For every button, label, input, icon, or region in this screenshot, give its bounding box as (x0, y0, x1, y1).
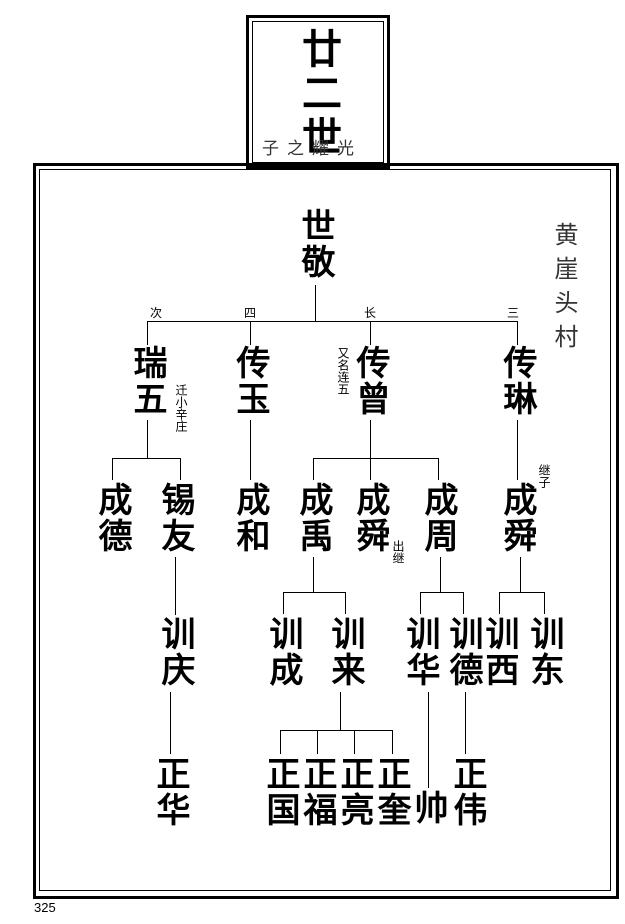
generation-title: 廿二世 (295, 28, 342, 160)
node-ruiwu: 瑞五 (127, 345, 167, 417)
node-xunhua: 训华 (400, 616, 440, 688)
connector (499, 592, 500, 614)
connector (313, 458, 438, 459)
connector (370, 321, 371, 345)
connector (180, 458, 181, 480)
main-frame-inner (39, 169, 611, 891)
node-xunde: 训德 (443, 616, 483, 688)
note-ruiwu: 迁小辛庄 (174, 384, 188, 432)
connector (112, 458, 113, 480)
node-xiyou: 锡友 (155, 482, 195, 554)
order-label: 次 (150, 306, 163, 320)
connector (438, 458, 439, 480)
connector (392, 730, 393, 754)
connector (250, 321, 251, 345)
node-chengde: 成德 (92, 482, 132, 554)
connector (517, 321, 518, 345)
connector (520, 557, 521, 592)
connector (440, 557, 441, 592)
node-zhengfu: 正福 (297, 756, 337, 828)
node-zhengwei: 正伟 (447, 756, 487, 828)
connector (283, 592, 345, 593)
node-chengyu: 成禹 (293, 482, 333, 554)
connector (175, 557, 176, 615)
connector (280, 730, 281, 754)
generation-box (246, 15, 390, 169)
node-chengzhou: 成周 (418, 482, 458, 554)
generation-subtitle: 子之耀光 (262, 139, 362, 159)
order-label: 四 (244, 306, 257, 320)
connector (370, 420, 371, 458)
note-chuanzeng: 又名连五 (336, 347, 350, 395)
village-name: 黄崖头村 (550, 222, 578, 358)
connector (315, 285, 316, 321)
node-zhengguo: 正国 (260, 756, 300, 828)
connector (340, 692, 341, 730)
node-shuai: 帅 (408, 790, 448, 826)
connector (544, 592, 545, 614)
note-chuanlin-adopted: 继子 (537, 464, 551, 488)
connector (420, 592, 463, 593)
connector (317, 730, 318, 754)
generation-box-inner (252, 21, 384, 163)
connector (345, 592, 346, 614)
connector (370, 458, 371, 480)
connector (280, 730, 392, 731)
node-zhengkui: 正奎 (371, 756, 411, 828)
connector (313, 557, 314, 592)
node-xundong: 训东 (524, 616, 564, 688)
page-number: 325 (34, 900, 56, 915)
node-chengshun-adopted: 成舜 (497, 482, 537, 554)
node-chuanlin: 传琳 (497, 345, 537, 417)
node-xuncheng: 训成 (263, 616, 303, 688)
node-chuanzeng: 传曾 (350, 345, 390, 417)
main-frame (33, 163, 619, 899)
connector (428, 692, 429, 788)
connector (313, 458, 314, 480)
node-xunqing: 训庆 (155, 616, 195, 688)
node-zhengliang: 正亮 (334, 756, 374, 828)
connector (354, 730, 355, 754)
note-chengshun-out: 出继 (391, 540, 405, 564)
node-chuanyu: 传玉 (230, 345, 270, 417)
connector (463, 592, 464, 614)
connector (517, 420, 518, 480)
node-chengshun: 成舜 (350, 482, 390, 554)
connector (147, 420, 148, 458)
connector (147, 321, 148, 345)
connector (420, 592, 421, 614)
order-label: 三 (507, 306, 520, 320)
order-label: 长 (364, 306, 377, 320)
node-zhenghua: 正华 (150, 756, 190, 828)
node-xunxi: 训西 (479, 616, 519, 688)
node-root: 世敬 (295, 208, 335, 280)
connector (250, 420, 251, 480)
connector (499, 592, 544, 593)
connector (283, 592, 284, 614)
connector (170, 692, 171, 754)
node-xunlai: 训来 (325, 616, 365, 688)
connector (112, 458, 180, 459)
node-chenghe: 成和 (230, 482, 270, 554)
connector (147, 321, 517, 322)
connector (465, 692, 466, 754)
